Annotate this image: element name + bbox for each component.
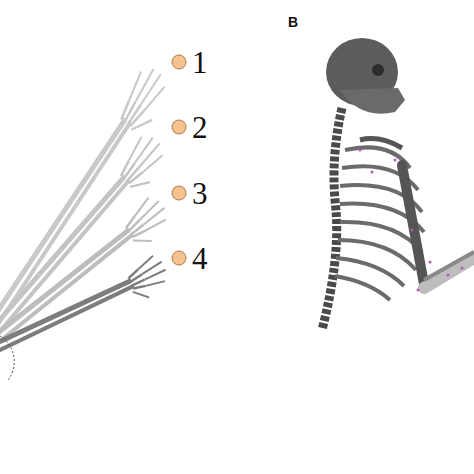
- callout-number: 2: [192, 112, 208, 143]
- callout-number: 1: [192, 47, 208, 78]
- arm-positions: [0, 64, 176, 380]
- target-markers: [172, 55, 186, 265]
- panel-letter: B: [288, 15, 298, 29]
- callout-number: 3: [192, 178, 208, 209]
- callout-number: 4: [192, 243, 208, 274]
- skeleton: [322, 38, 474, 330]
